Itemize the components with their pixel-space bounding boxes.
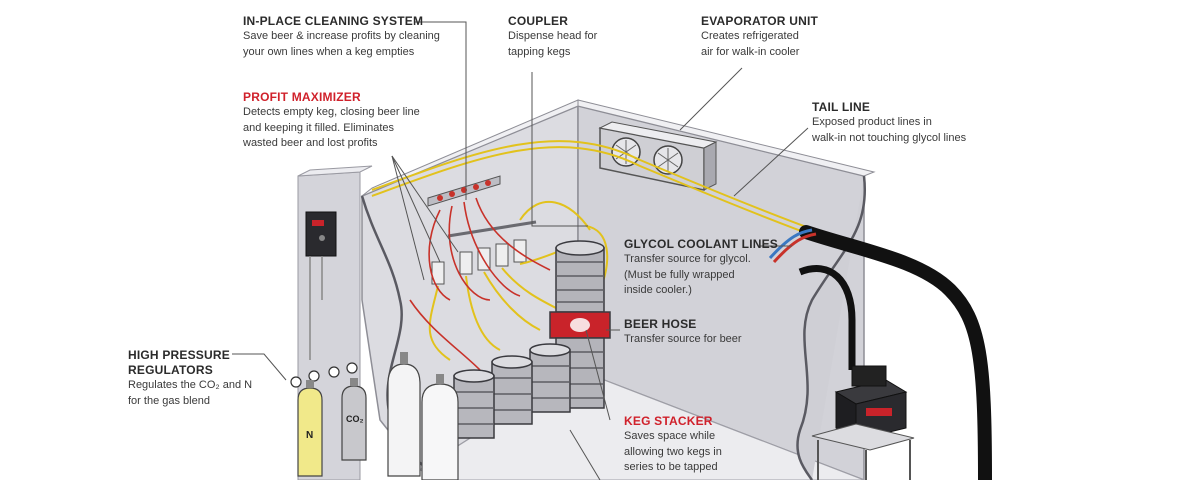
glycol-power-pack bbox=[811, 365, 915, 480]
label-regulators-title: HIGH PRESSURE REGULATORS bbox=[128, 348, 230, 377]
label-beer-hose-title: BEER HOSE bbox=[624, 317, 697, 331]
white-gas-tank-2 bbox=[421, 374, 459, 480]
co2-cylinder bbox=[341, 378, 367, 461]
label-glycol-desc: Transfer source for glycol. (Must be ful… bbox=[624, 253, 751, 296]
label-beer-hose-desc: Transfer source for beer bbox=[624, 333, 742, 345]
label-keg-stacker-title: KEG STACKER bbox=[624, 414, 713, 428]
label-regulators: HIGH PRESSURE REGULATORS Regulates the C… bbox=[128, 348, 252, 409]
keg-stacker bbox=[549, 311, 611, 339]
label-tail-desc: Exposed product lines in walk-in not tou… bbox=[812, 116, 967, 144]
label-glycol-lines: GLYCOL COOLANT LINES Transfer source for… bbox=[624, 237, 778, 299]
label-evaporator-title: EVAPORATOR UNIT bbox=[701, 14, 819, 28]
gas-lines bbox=[409, 197, 551, 371]
nitrogen-cylinder-mark: N bbox=[306, 430, 314, 441]
label-regulators-desc: Regulates the CO₂ and N for the gas blen… bbox=[128, 379, 253, 407]
label-profit-title: PROFIT MAXIMIZER bbox=[243, 90, 361, 104]
leader-lines bbox=[232, 21, 809, 480]
nitrogen-cylinder bbox=[297, 380, 323, 477]
label-cleaning-system: IN-PLACE CLEANING SYSTEM Save beer & inc… bbox=[243, 14, 440, 60]
label-profit-maximizer: PROFIT MAXIMIZER Detects empty keg, clos… bbox=[243, 90, 420, 152]
co2-cylinder-mark: CO₂ bbox=[346, 414, 364, 424]
gas-cylinders bbox=[297, 352, 459, 480]
evaporator-unit bbox=[598, 121, 718, 191]
glycol-trunk-line bbox=[768, 225, 992, 480]
label-beer-hose: BEER HOSE Transfer source for beer bbox=[624, 317, 742, 348]
label-profit-desc: Detects empty keg, closing beer line and… bbox=[243, 106, 420, 149]
label-cleaning-title: IN-PLACE CLEANING SYSTEM bbox=[243, 14, 424, 28]
label-tail-title: TAIL LINE bbox=[812, 100, 871, 114]
label-keg-stacker-desc: Saves space while allowing two kegs in s… bbox=[624, 430, 722, 473]
high-pressure-regulators bbox=[290, 362, 358, 388]
label-coupler: COUPLER Dispense head for tapping kegs bbox=[508, 14, 597, 60]
label-evaporator-desc: Creates refrigerated air for walk-in coo… bbox=[701, 30, 800, 58]
label-keg-stacker: KEG STACKER Saves space while allowing t… bbox=[624, 414, 722, 476]
keg-stack bbox=[453, 240, 611, 439]
control-panel bbox=[305, 211, 337, 360]
label-coupler-desc: Dispense head for tapping kegs bbox=[508, 30, 598, 58]
label-tail-line: TAIL LINE Exposed product lines in walk-… bbox=[812, 100, 966, 146]
label-glycol-title: GLYCOL COOLANT LINES bbox=[624, 237, 779, 251]
label-coupler-title: COUPLER bbox=[508, 14, 569, 28]
white-gas-tank bbox=[387, 352, 421, 477]
wall-manifold bbox=[427, 175, 501, 207]
label-evaporator: EVAPORATOR UNIT Creates refrigerated air… bbox=[701, 14, 818, 60]
label-cleaning-desc: Save beer & increase profits by cleaning… bbox=[243, 30, 440, 58]
